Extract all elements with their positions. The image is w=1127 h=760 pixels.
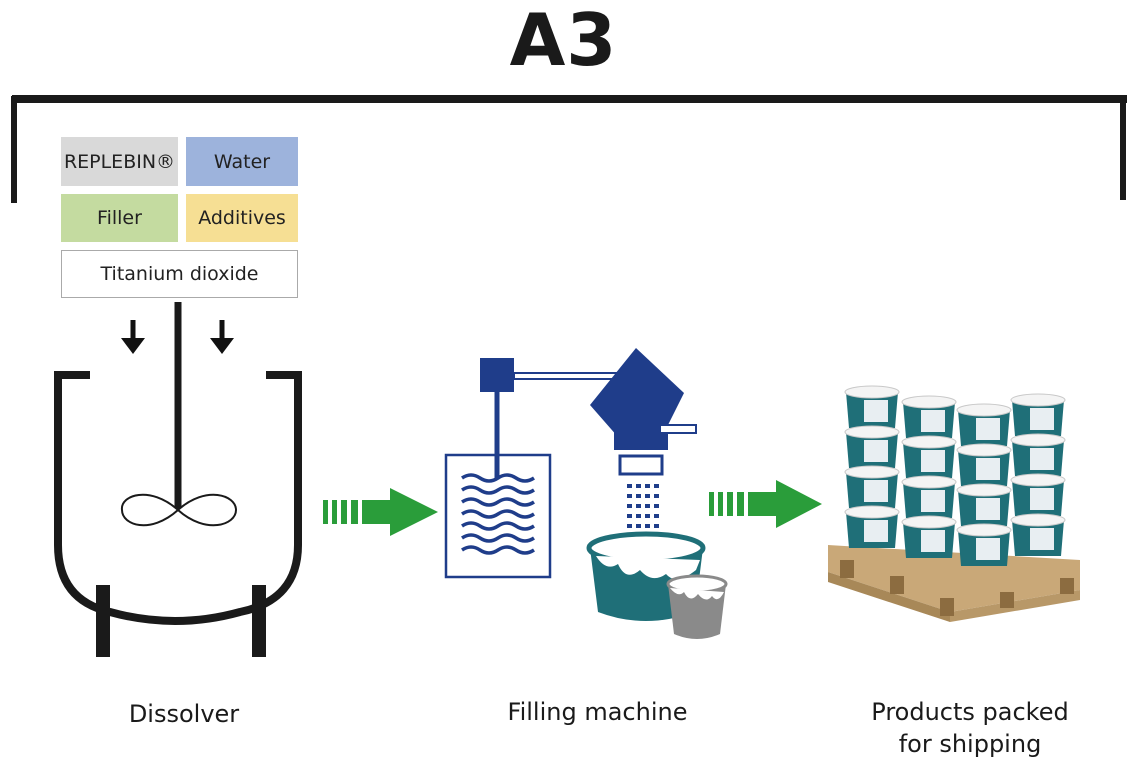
bucket-label [1030,448,1054,470]
bucket-lid [844,465,900,479]
bucket-label [1030,488,1054,510]
bucket-lid [956,403,1012,417]
bucket-label [976,418,1000,440]
paint-bucket-small [666,574,728,639]
feed-arrows [121,320,234,354]
bucket-lid [1010,513,1066,527]
bucket-lid [1010,473,1066,487]
bucket-lid [1010,393,1066,407]
ingredient-water-label: Water [213,150,271,173]
caption-products-packed-line2: for shipping [898,730,1042,758]
bucket-label [976,498,1000,520]
ingredient-filler: Filler [61,194,178,242]
bucket-label [864,440,888,462]
bucket-label [976,458,1000,480]
bucket-label [921,410,945,432]
flow-arrow-2 [709,480,822,528]
bucket-lid [844,505,900,519]
bucket-lid [956,523,1012,537]
ingredient-additives-label: Additives [198,207,286,229]
mixer-tank [444,358,625,579]
ingredient-titanium-label: Titanium dioxide [100,263,259,285]
caption-filling-machine: Filling machine [507,698,688,726]
bucket-label [864,520,888,542]
diagram-title: A3 [509,0,618,82]
bucket-label [976,538,1000,560]
bucket-label [864,400,888,422]
bucket-lid [901,475,957,489]
bucket-lid [956,443,1012,457]
bucket-lid [844,425,900,439]
bucket-stack [844,385,1066,566]
dissolver-vessel [54,302,302,657]
ingredient-replebin-label: REPLEBIN® [63,150,176,173]
bucket-label [921,530,945,552]
bucket-label [921,450,945,472]
bucket-lid [1010,433,1066,447]
flow-arrow-1 [323,488,438,536]
ingredient-titanium-dioxide: Titanium dioxide [61,250,298,298]
bucket-label [1030,408,1054,430]
filling-hopper [590,348,697,528]
bucket-label [864,480,888,502]
ingredient-additives: Additives [186,194,298,242]
ingredient-replebin: REPLEBIN® [61,137,178,186]
ingredient-water: Water [186,137,298,186]
bucket-lid [901,395,957,409]
ingredient-filler-label: Filler [97,207,142,229]
pallet [828,545,1080,622]
caption-dissolver: Dissolver [128,700,240,728]
bucket-lid [844,385,900,399]
bucket-label [1030,528,1054,550]
bucket-lid [901,435,957,449]
bucket-label [921,490,945,512]
bucket-lid [901,515,957,529]
caption-products-packed-line1: Products packed [871,698,1069,726]
bucket-lid [956,483,1012,497]
top-bracket [11,95,1127,203]
caption-products-packed: Products packed for shipping [840,696,1100,760]
